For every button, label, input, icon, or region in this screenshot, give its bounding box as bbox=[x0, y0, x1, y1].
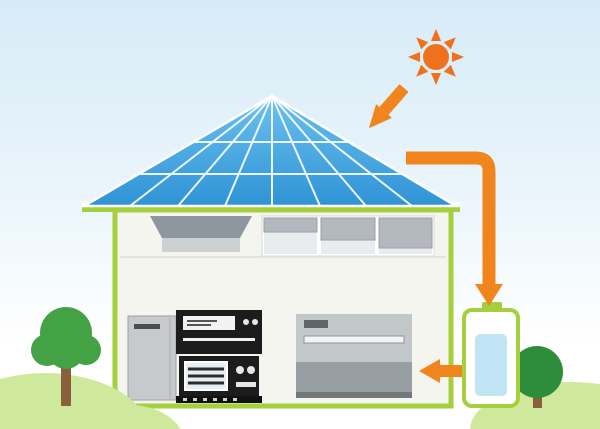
sun-core bbox=[423, 44, 449, 70]
sun-rays bbox=[408, 29, 464, 85]
solar-panel-roof bbox=[79, 94, 461, 212]
appliances bbox=[127, 310, 412, 403]
cabinet bbox=[127, 315, 177, 401]
greenery bbox=[0, 307, 600, 429]
oven-microwave-stack bbox=[176, 310, 262, 403]
arrow-head bbox=[368, 104, 392, 129]
arrow-head bbox=[419, 359, 440, 383]
microwave-button bbox=[236, 382, 256, 387]
energy-flows bbox=[368, 84, 503, 383]
cabinet-body bbox=[127, 315, 177, 401]
dishwasher bbox=[296, 314, 412, 398]
display-text-line bbox=[187, 324, 211, 326]
tree-right bbox=[511, 346, 563, 408]
base-button bbox=[193, 398, 197, 401]
base-button bbox=[213, 398, 217, 401]
tree-foliage bbox=[47, 331, 85, 369]
second-floor bbox=[150, 215, 435, 257]
microwave-dial bbox=[247, 366, 255, 374]
control-knob bbox=[252, 319, 258, 325]
display-text-line bbox=[187, 320, 217, 322]
range-hood-body bbox=[162, 238, 240, 252]
range-hood bbox=[150, 216, 252, 238]
window-shade bbox=[320, 217, 376, 241]
upper-window bbox=[261, 215, 435, 257]
battery-charge-level bbox=[475, 334, 507, 396]
tree-foliage bbox=[511, 346, 563, 398]
dishwasher-lower-panel bbox=[296, 362, 412, 392]
dishwasher-slot bbox=[303, 335, 405, 344]
control-display bbox=[183, 316, 235, 330]
window-shade bbox=[378, 217, 433, 249]
tree-left bbox=[31, 307, 101, 406]
base-button bbox=[233, 398, 237, 401]
arrow-battery-to-appliances bbox=[419, 359, 462, 383]
base-button bbox=[203, 398, 207, 401]
floor-divider bbox=[120, 256, 446, 258]
tree-trunk bbox=[533, 390, 542, 408]
tree-trunk bbox=[61, 358, 71, 406]
house bbox=[79, 94, 461, 409]
solar-panel-surface bbox=[79, 94, 461, 208]
dishwasher-control bbox=[304, 320, 328, 328]
control-knob bbox=[243, 319, 249, 325]
control-trim bbox=[183, 338, 255, 341]
roof-eave bbox=[82, 206, 460, 212]
dishwasher-base bbox=[296, 392, 412, 398]
sun-icon bbox=[408, 29, 464, 85]
base-button bbox=[183, 398, 187, 401]
arrow-head bbox=[475, 284, 503, 306]
window-shade bbox=[263, 217, 318, 233]
microwave-dial bbox=[236, 366, 244, 374]
arrow-shaft bbox=[379, 84, 409, 115]
arrow-shaft bbox=[406, 151, 496, 286]
stack-base bbox=[176, 396, 262, 403]
storage-battery bbox=[462, 302, 520, 408]
solar-panel-grid bbox=[129, 95, 413, 207]
base-button bbox=[223, 398, 227, 401]
bush-left-small bbox=[79, 405, 181, 429]
cabinet-handle bbox=[134, 324, 160, 329]
arrow-roof-to-battery bbox=[406, 151, 503, 306]
arrow-sun-to-roof bbox=[368, 84, 409, 129]
